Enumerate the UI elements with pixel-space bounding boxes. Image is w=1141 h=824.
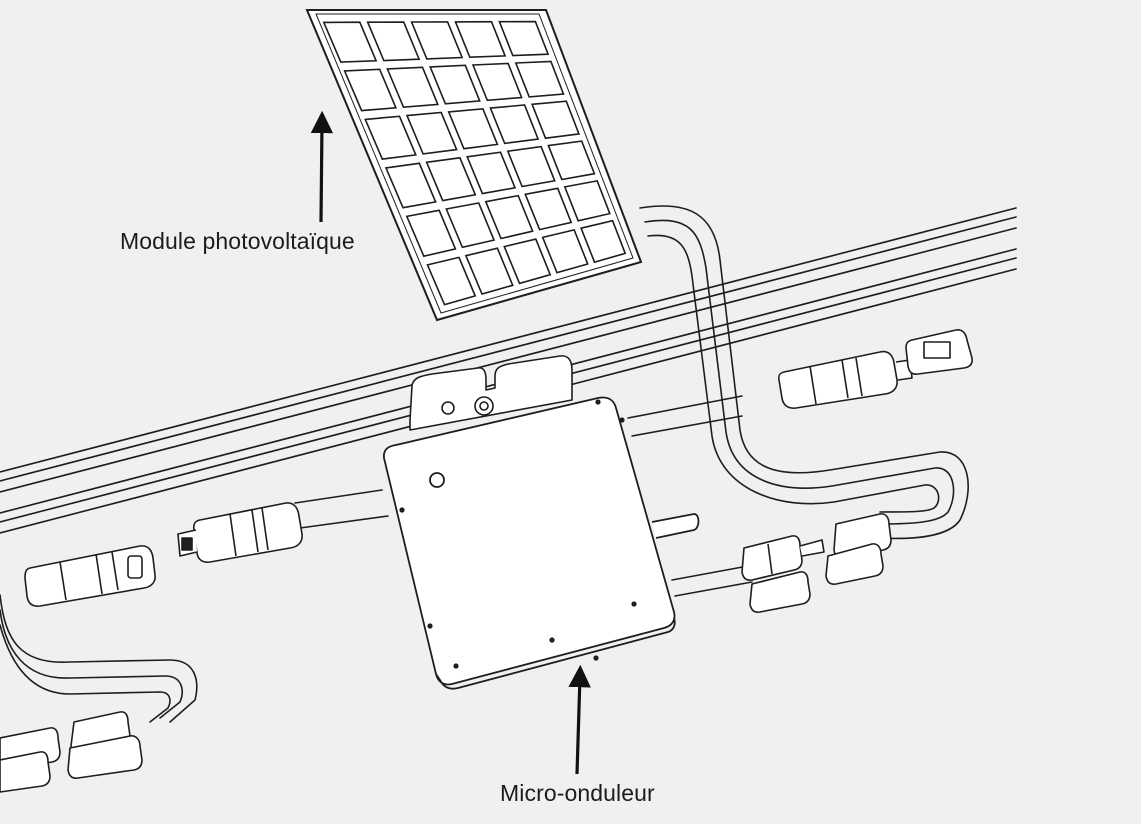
label-module: Module photovoltaïque	[120, 228, 355, 254]
panel-cell	[563, 179, 611, 222]
solar-panel	[305, 9, 643, 322]
panel-cell	[425, 156, 477, 202]
connector-bottom-left	[0, 711, 143, 793]
panel-cell	[503, 238, 552, 285]
cable-right	[639, 205, 969, 540]
panel-cell	[498, 20, 550, 57]
panel-cell	[489, 104, 540, 145]
panel-cell	[514, 60, 565, 98]
cable-left	[0, 594, 198, 723]
panel-cell	[429, 64, 481, 105]
panel-cell	[445, 202, 496, 249]
panel-cell	[386, 66, 439, 109]
panel-cell	[405, 111, 458, 155]
panel-cell	[547, 140, 596, 181]
panel-cell	[471, 62, 523, 102]
ac-cables	[627, 395, 753, 597]
connector-left-far	[24, 545, 156, 607]
panel-cell	[506, 145, 556, 188]
panel-cell	[366, 21, 421, 62]
panel-cell	[524, 187, 573, 231]
panel-cell	[322, 21, 378, 63]
connector-left-mid	[177, 502, 303, 563]
panel-cell	[484, 194, 534, 240]
panel-cell	[364, 115, 417, 160]
panel-cell	[541, 228, 589, 274]
screw	[619, 417, 625, 423]
panel-cell	[530, 100, 581, 140]
panel-cell	[447, 107, 499, 150]
panel-cell	[580, 219, 627, 264]
connector-right-upper	[777, 329, 973, 409]
screw	[549, 637, 555, 643]
inverter-bracket	[409, 355, 573, 431]
panel-cell	[384, 162, 437, 209]
panel-cell	[464, 247, 514, 295]
leader-arrows	[310, 110, 591, 775]
arrow-module	[310, 110, 334, 223]
connectors	[0, 329, 973, 793]
screw	[427, 623, 433, 629]
panel-cell	[405, 209, 457, 258]
connector-right-lower	[741, 513, 892, 613]
screw	[593, 655, 599, 661]
label-micro-inverter: Micro-onduleur	[500, 780, 655, 806]
arrow-micro	[568, 664, 591, 775]
panel-cell	[466, 151, 517, 195]
panel-cell	[426, 256, 477, 306]
screw	[595, 399, 601, 405]
screw	[631, 601, 637, 607]
panel-cell	[454, 20, 507, 59]
dc-cables	[294, 489, 389, 529]
screw	[399, 507, 405, 513]
panel-cell	[410, 21, 464, 60]
micro-inverter	[383, 396, 700, 690]
panel-cell	[343, 68, 398, 112]
screw	[453, 663, 459, 669]
